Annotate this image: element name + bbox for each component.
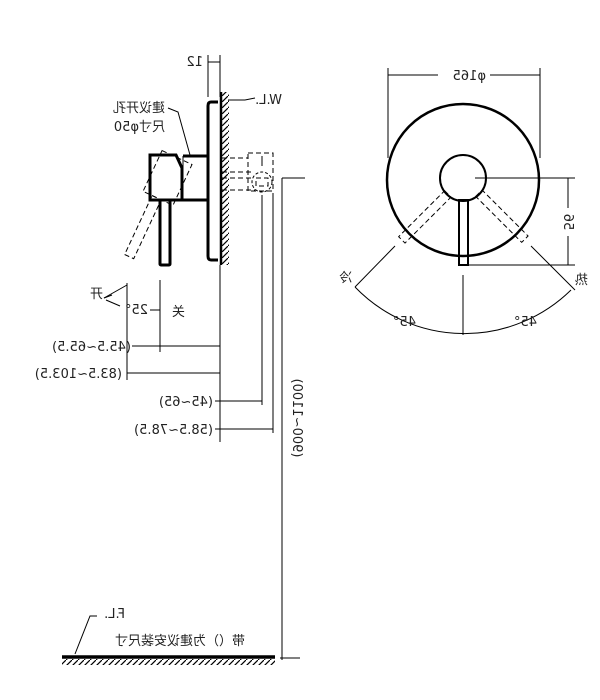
lever-cold-position <box>397 190 452 244</box>
close-label: 关 <box>172 305 185 320</box>
wall-thickness-label: 12 <box>186 55 203 70</box>
cold-label: 冷 <box>339 271 352 286</box>
handle-head <box>148 153 184 202</box>
pipe-connection <box>222 152 274 193</box>
cover-plate-circle <box>385 102 541 258</box>
dimension-note: 带（）为建议安装尺寸 <box>115 634 245 649</box>
hot-label: 热 <box>575 273 588 288</box>
angle-label: 25° <box>125 303 148 318</box>
left-angle-label: 45° <box>393 315 416 330</box>
side-view: 12 W.L. 建议开孔 尺寸φ50 <box>35 55 305 665</box>
open-label: 开 <box>90 287 103 302</box>
wall-line-label: W.L. <box>255 93 282 108</box>
hole-note-line1: 建议开孔 <box>113 101 165 116</box>
dimension-4: (58.5~78.5) <box>134 423 213 438</box>
lever-hot-position <box>475 189 529 244</box>
handle-lever <box>158 198 172 267</box>
cover-plate <box>206 100 218 262</box>
dimension-2: (83.5~103.5) <box>35 367 122 382</box>
front-lever <box>458 199 469 266</box>
hole-note-line2: 尺寸φ50 <box>114 120 165 135</box>
right-angle-label: 45° <box>514 315 537 330</box>
floor-label: F.L. <box>104 607 125 622</box>
dimension-1: (45.5~65.5) <box>52 340 131 355</box>
height-dimension: (900~1100) <box>289 379 304 458</box>
wall-thickness-dimension: 12 <box>186 55 221 97</box>
front-view: φ165 56 冷 热 45° 45° <box>339 68 588 335</box>
lever-offset-label: 56 <box>560 214 575 231</box>
dimension-3: (45~65) <box>159 395 213 410</box>
handle-open-position <box>123 149 193 260</box>
diameter-label: φ165 <box>453 69 486 84</box>
